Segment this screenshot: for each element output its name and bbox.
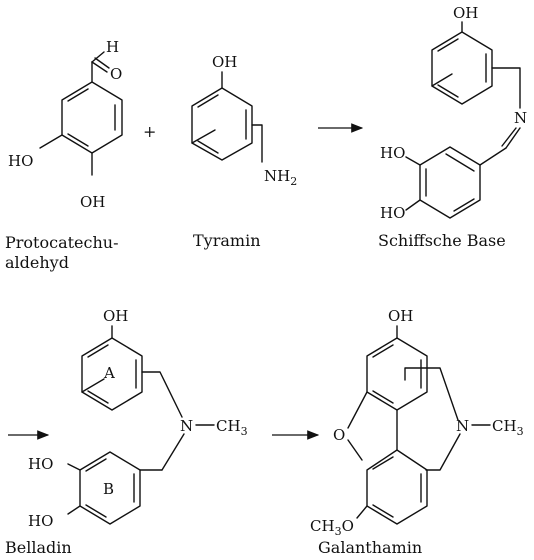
plus-sign: + [143, 122, 156, 141]
aldehyde-h-label: H [106, 38, 119, 56]
belladin-n-label: N [180, 417, 193, 435]
schiff-oh-label: OH [453, 4, 478, 22]
schiff-hydroxy-label-2: HO [380, 204, 405, 222]
schiff-n-label: N [514, 109, 527, 127]
caption-belladin: Belladin [5, 538, 72, 557]
hydroxy-label-2: OH [80, 193, 105, 211]
belladin-hydroxy-label-2: HO [28, 512, 53, 530]
tyramin-nh2-label: NH2 [264, 167, 297, 188]
tyramin-oh-label: OH [212, 53, 237, 71]
belladin-ch3-label: CH3 [216, 417, 248, 438]
belladin-structure: OH A N CH3 B HO HO [28, 307, 248, 530]
ring-b-label: B [103, 480, 114, 498]
tyramin-structure: OH NH2 [191, 53, 297, 188]
caption-schiff-base: Schiffsche Base [378, 231, 506, 250]
galanthamin-oh-label: OH [388, 307, 413, 325]
galanthamin-structure: OH O N CH3 CH3O [310, 307, 524, 538]
caption-galanthamin: Galanthamin [318, 538, 422, 557]
galanthamin-ch3o-label: CH3O [310, 517, 354, 538]
belladin-hydroxy-label-1: HO [28, 455, 53, 473]
ring-a-label: A [103, 364, 115, 382]
protocatechualdehyde-structure: H O HO OH [8, 38, 123, 211]
schiff-base-structure: OH N HO HO [380, 4, 527, 222]
caption-tyramin: Tyramin [193, 231, 261, 250]
aldehyde-o-label: O [110, 65, 122, 83]
galanthamin-n-label: N [456, 417, 469, 435]
galanthamin-ch3-label: CH3 [492, 417, 524, 438]
caption-protocatechualdehyde-2: aldehyd [5, 253, 69, 272]
schiff-hydroxy-label-1: HO [380, 144, 405, 162]
hydroxy-label-1: HO [8, 152, 33, 170]
caption-protocatechualdehyde-1: Protocatechu- [5, 233, 118, 252]
galanthamin-o-label: O [333, 426, 345, 444]
belladin-oh-label: OH [103, 307, 128, 325]
